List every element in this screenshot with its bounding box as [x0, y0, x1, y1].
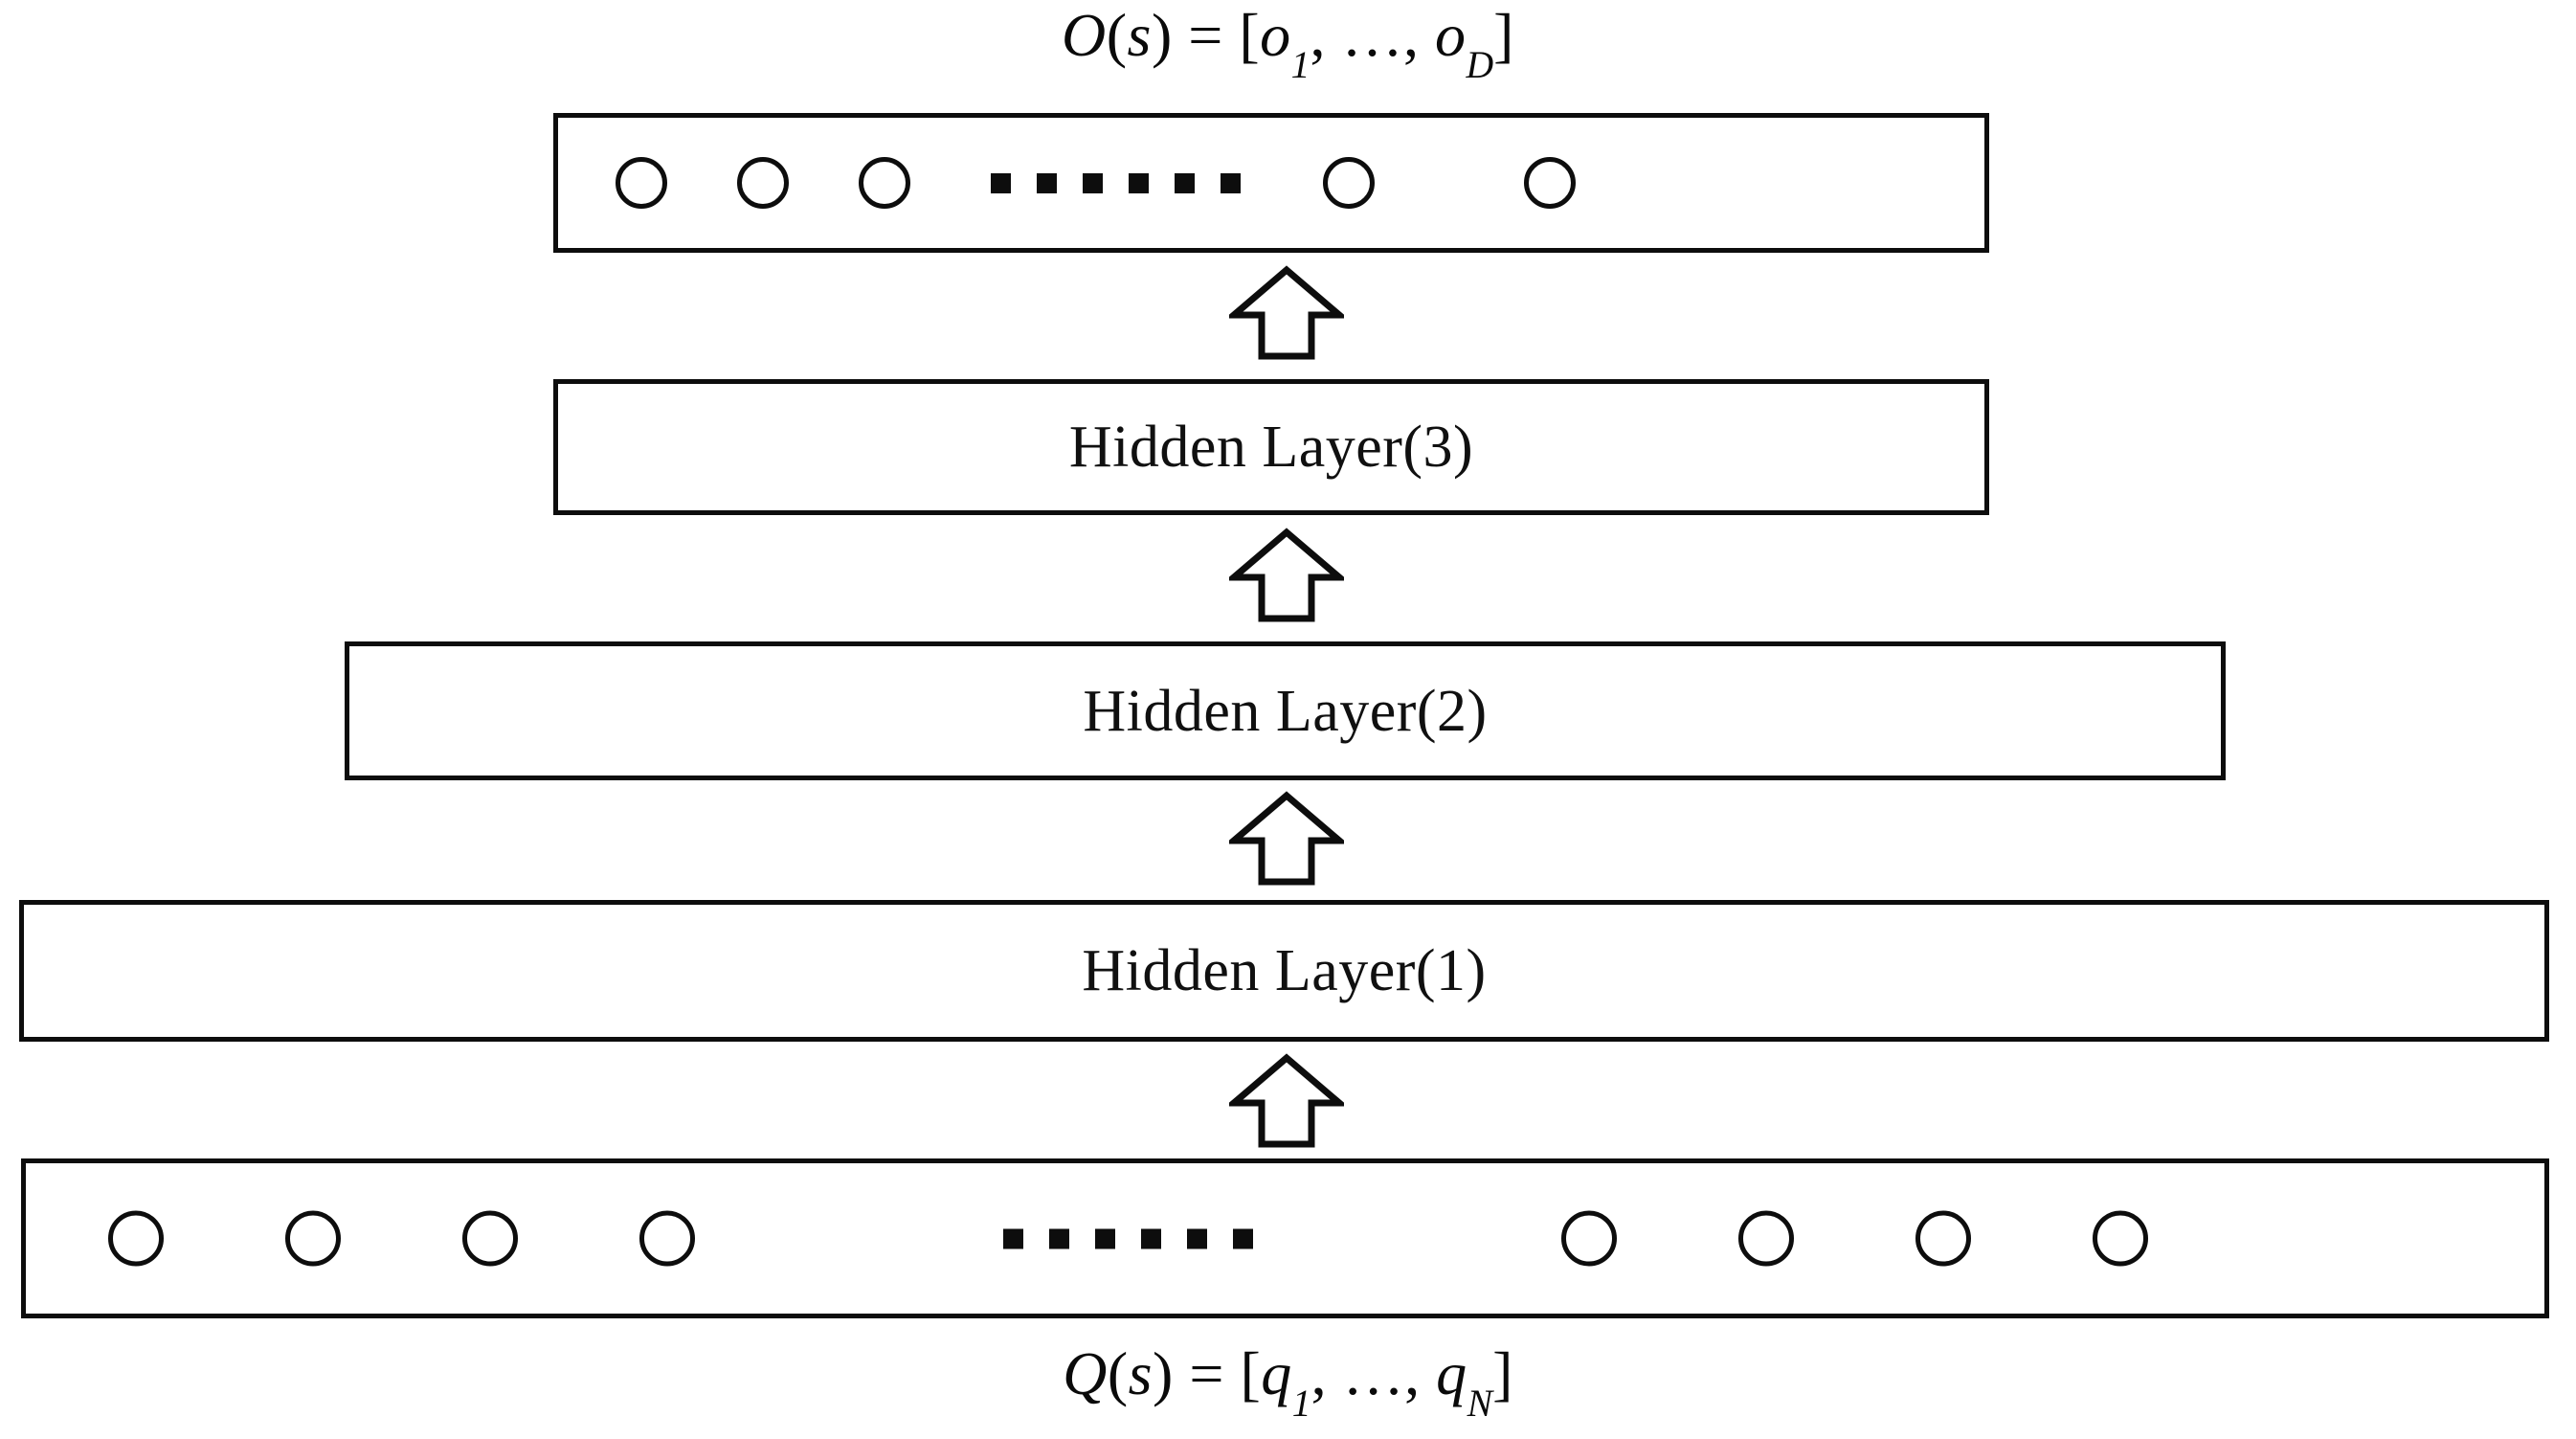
- output-formula-paren-open: (: [1106, 1, 1128, 69]
- input-formula-paren-open: (: [1107, 1339, 1129, 1407]
- input-node: [1561, 1210, 1617, 1267]
- ellipsis-dot: [1049, 1228, 1069, 1248]
- up-arrow-icon: [1229, 791, 1344, 887]
- ellipsis-dot: [1141, 1228, 1161, 1248]
- output-formula-bracket-open: [: [1239, 1, 1261, 69]
- input-formula-bracket-close: ]: [1492, 1339, 1513, 1407]
- input-formula-comma2: ,: [1404, 1339, 1421, 1407]
- input-formula-first-index: 1: [1291, 1382, 1311, 1425]
- output-layer-box: [553, 113, 1989, 253]
- output-formula-ellipsis: …: [1341, 1, 1404, 69]
- ellipsis-dot: [1129, 172, 1149, 193]
- input-node: [2093, 1210, 2148, 1267]
- input-layer-ellipsis: [1003, 1228, 1253, 1248]
- input-node: [462, 1210, 518, 1267]
- input-formula-paren-close: ): [1153, 1339, 1174, 1407]
- ellipsis-dot: [1175, 172, 1195, 193]
- output-node: [1524, 157, 1576, 209]
- output-node: [1323, 157, 1375, 209]
- input-formula-first-elem: q: [1261, 1339, 1292, 1407]
- up-arrow-icon: [1229, 265, 1344, 361]
- input-node: [1738, 1210, 1794, 1267]
- ellipsis-dot: [1095, 1228, 1115, 1248]
- input-node: [1915, 1210, 1971, 1267]
- hidden-layer-3-label: Hidden Layer(3): [1068, 415, 1474, 480]
- output-layer-node-row: [558, 118, 1984, 248]
- input-formula-last-index: N: [1467, 1382, 1493, 1425]
- ellipsis-dot: [1003, 1228, 1023, 1248]
- input-node: [639, 1210, 695, 1267]
- input-node: [285, 1210, 341, 1267]
- hidden-layer-1-label: Hidden Layer(1): [1082, 938, 1487, 1003]
- output-vector-formula: O(s) = [o1, …, oD]: [0, 0, 2576, 86]
- input-node: [108, 1210, 164, 1267]
- ellipsis-dot: [1221, 172, 1241, 193]
- ellipsis-dot: [1037, 172, 1057, 193]
- ellipsis-dot: [1083, 172, 1103, 193]
- output-formula-bracket-close: ]: [1493, 1, 1514, 69]
- output-formula-comma1: ,: [1310, 1, 1327, 69]
- input-formula-comma1: ,: [1310, 1339, 1328, 1407]
- ellipsis-dot: [1233, 1228, 1253, 1248]
- output-formula-first-elem: o: [1260, 1, 1291, 69]
- output-formula-arg: s: [1127, 1, 1152, 69]
- output-node: [859, 157, 910, 209]
- up-arrow-icon: [1229, 1053, 1344, 1149]
- output-formula-paren-close: ): [1151, 1, 1173, 69]
- output-layer-ellipsis: [991, 172, 1241, 193]
- output-formula-last-elem: o: [1435, 1, 1467, 69]
- input-layer-box: [21, 1158, 2549, 1318]
- ellipsis-dot: [1187, 1228, 1207, 1248]
- input-formula-arg: s: [1128, 1339, 1154, 1407]
- output-formula-comma2: ,: [1403, 1, 1420, 69]
- input-formula-lhs: Q: [1063, 1339, 1108, 1407]
- output-formula-first-index: 1: [1290, 43, 1310, 86]
- hidden-layer-2-label: Hidden Layer(2): [1083, 678, 1488, 744]
- input-formula-bracket-open: [: [1240, 1339, 1262, 1407]
- input-vector-formula: Q(s) = [q1, …, qN]: [0, 1338, 2576, 1425]
- input-formula-equals: =: [1189, 1339, 1224, 1407]
- output-formula-last-index: D: [1466, 43, 1494, 86]
- input-formula-last-elem: q: [1436, 1339, 1467, 1407]
- input-formula-ellipsis: …: [1342, 1339, 1405, 1407]
- ellipsis-dot: [991, 172, 1011, 193]
- hidden-layer-2-box: Hidden Layer(2): [345, 641, 2226, 780]
- output-formula-lhs: O: [1062, 1, 1107, 69]
- input-layer-node-row: [26, 1163, 2544, 1314]
- output-node: [737, 157, 789, 209]
- hidden-layer-1-box: Hidden Layer(1): [19, 900, 2549, 1042]
- output-formula-equals: =: [1188, 1, 1223, 69]
- hidden-layer-3-box: Hidden Layer(3): [553, 379, 1989, 515]
- output-node: [616, 157, 667, 209]
- up-arrow-icon: [1229, 528, 1344, 623]
